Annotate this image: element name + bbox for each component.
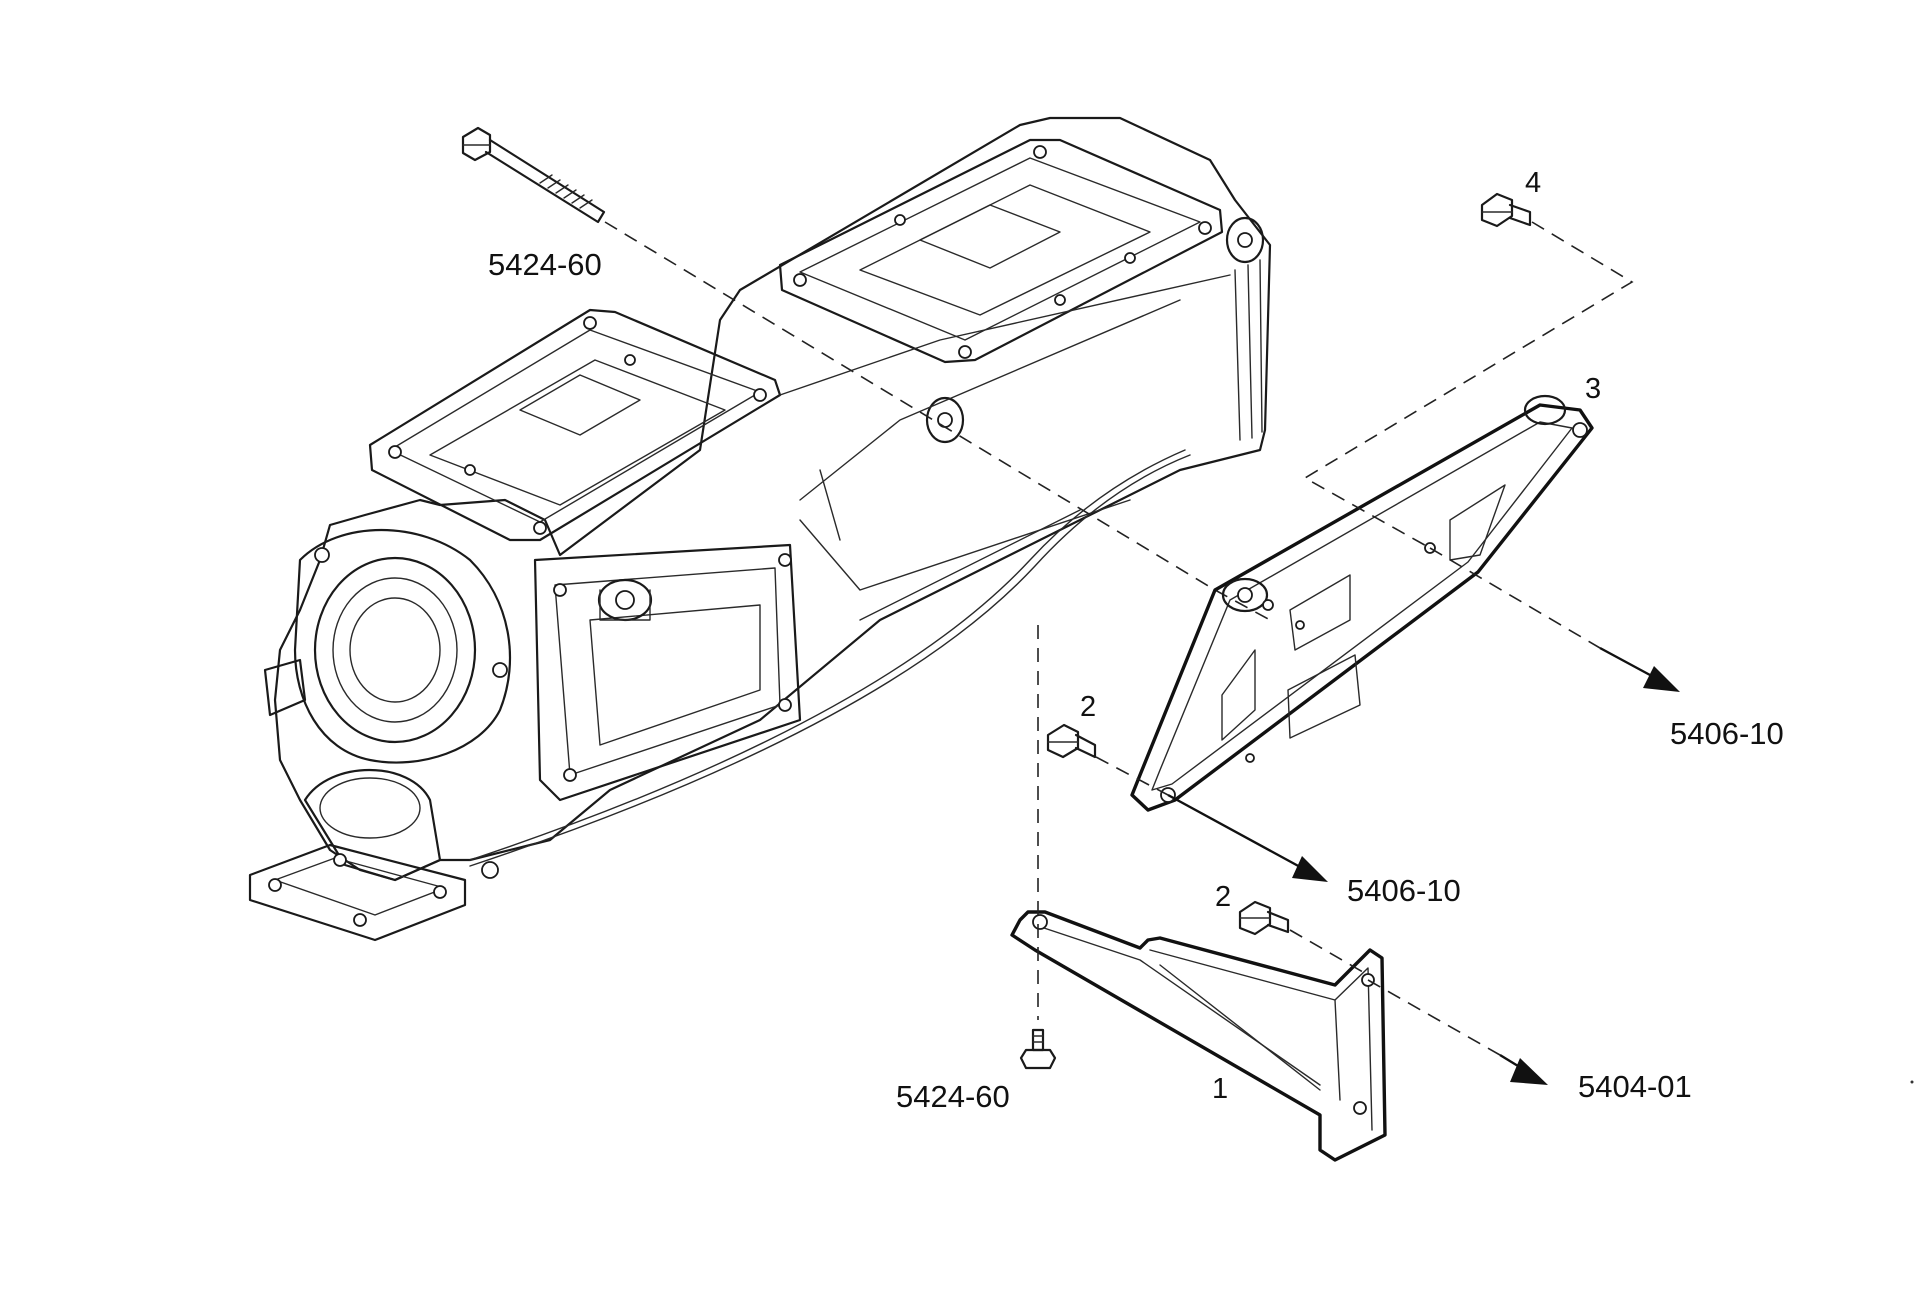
callout-bolt-top: 4 <box>1525 167 1541 199</box>
support-bracket <box>1010 910 1387 1162</box>
middle-bolt-axis <box>1289 929 1369 976</box>
left-bolt-axis <box>1095 756 1169 796</box>
long-bolt-axis <box>604 221 1216 591</box>
long-bolt-axis-rear <box>1214 589 1271 621</box>
left-bolt <box>1046 723 1097 759</box>
arrow-middle <box>1167 793 1328 882</box>
bracket-axis <box>1367 979 1501 1056</box>
arrow-right-upper <box>1599 646 1680 692</box>
callout-bolt-left: 2 <box>1080 691 1096 723</box>
plate-axis <box>1429 547 1601 649</box>
callout-plate: 3 <box>1585 373 1601 405</box>
label-bottom-bolt-ref: 5424-60 <box>896 1079 1010 1114</box>
label-long-bolt-ref: 5424-60 <box>488 247 602 282</box>
middle-bolt <box>1238 900 1290 936</box>
transmission-housing <box>248 116 1272 942</box>
label-arrow-right-upper: 5406-10 <box>1670 716 1784 751</box>
vertical-bolt <box>1019 1028 1057 1070</box>
mounting-plate <box>1130 394 1594 812</box>
top-bolt-axis <box>1303 221 1634 549</box>
long-bolt <box>461 126 606 224</box>
label-arrow-middle: 5406-10 <box>1347 873 1461 908</box>
arrow-bottom <box>1499 1053 1548 1085</box>
callout-bracket: 1 <box>1212 1073 1228 1105</box>
label-arrow-bottom: 5404-01 <box>1578 1069 1692 1104</box>
stray-dot <box>1910 1080 1914 1084</box>
top-bolt <box>1480 192 1532 228</box>
callout-bolt-middle: 2 <box>1215 881 1231 913</box>
